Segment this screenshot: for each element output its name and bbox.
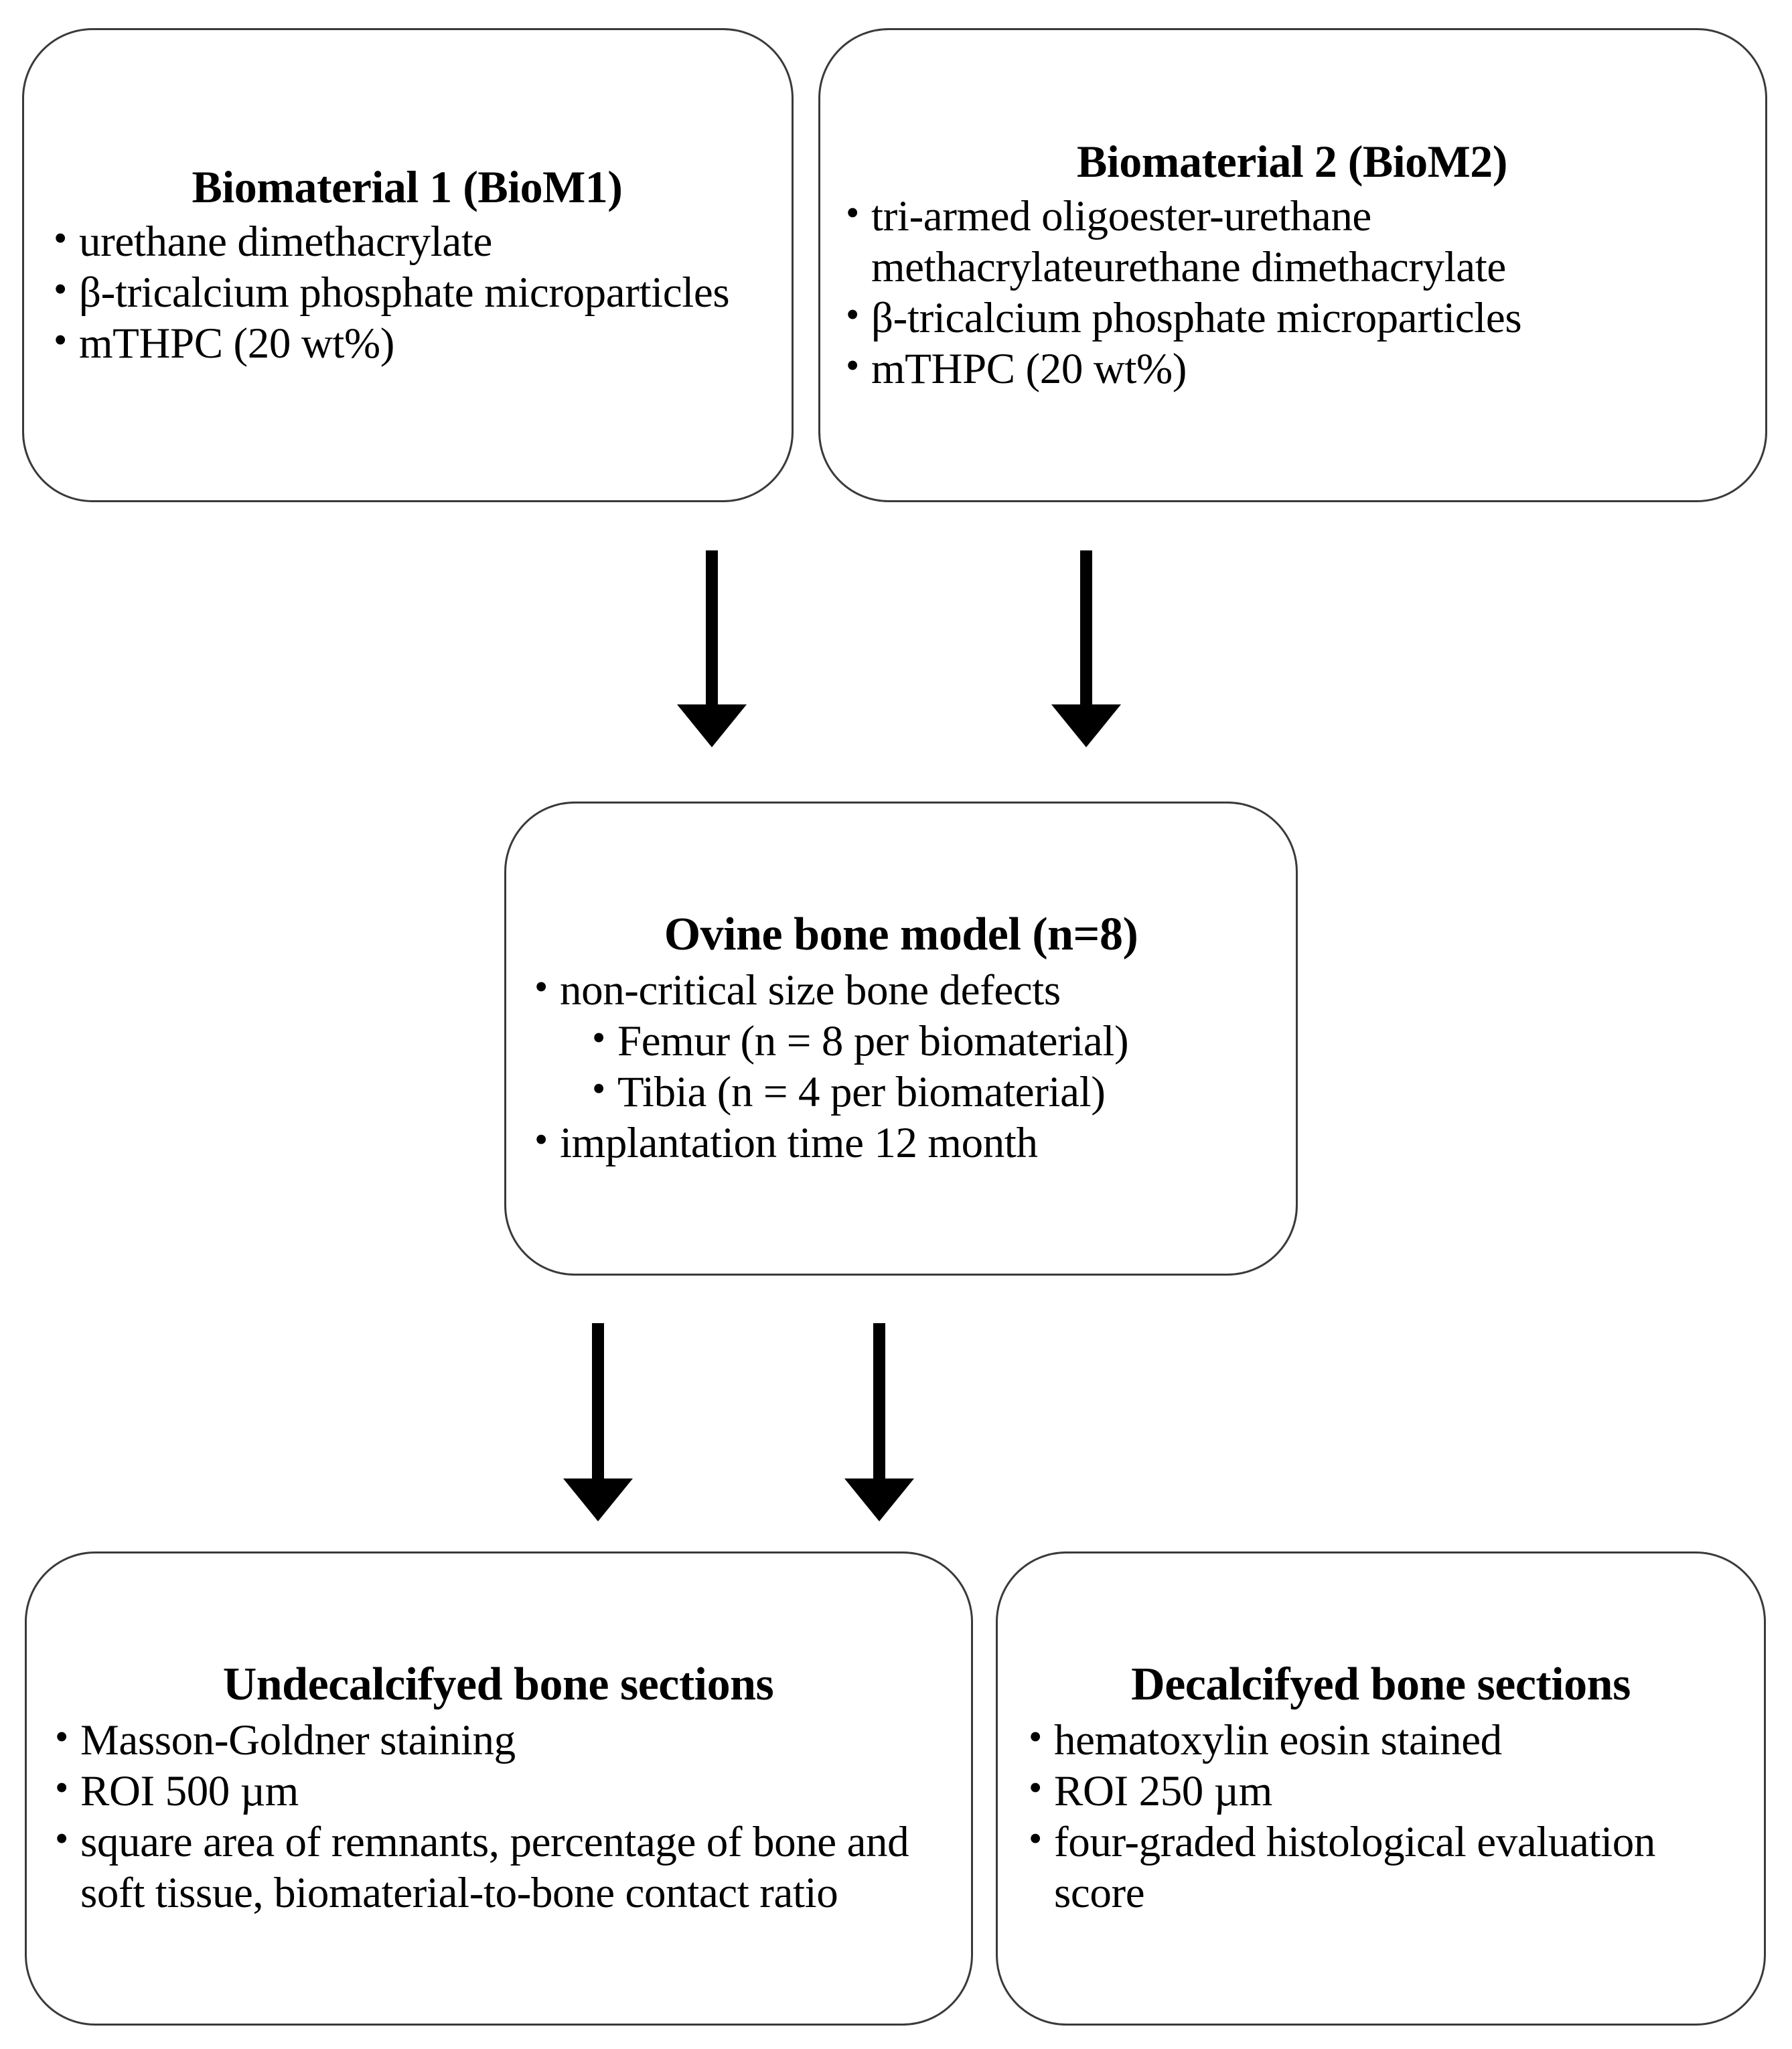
list-item: β-tricalcium phosphate microparticles xyxy=(842,291,1742,344)
bullet-list-biomaterial-2: tri-armed oligoester-urethane methacryla… xyxy=(842,189,1742,394)
list-item: tri-armed oligoester-urethane methacryla… xyxy=(842,189,1742,293)
arrow-stem xyxy=(873,1323,885,1480)
arrow-head-icon xyxy=(1051,704,1121,747)
list-item: non-critical size bone defects xyxy=(530,964,1272,1016)
node-title-biomaterial-2: Biomaterial 2 (BioM2) xyxy=(1077,135,1507,187)
list-item: β-tricalcium phosphate microparticles xyxy=(50,266,765,318)
arrow-stem xyxy=(1080,550,1092,706)
arrow-stem xyxy=(706,550,718,706)
list-item: urethane dimethacrylate xyxy=(50,215,765,267)
node-biomaterial-1: Biomaterial 1 (BioM1) urethane dimethacr… xyxy=(22,28,794,502)
node-ovine-bone-model: Ovine bone model (n=8) non-critical size… xyxy=(504,802,1298,1276)
arrow-biomaterial-2-to-ovine xyxy=(1046,550,1126,747)
node-biomaterial-2: Biomaterial 2 (BioM2) tri-armed oligoest… xyxy=(818,28,1767,502)
list-item: four-graded histological evaluation scor… xyxy=(1025,1815,1737,1918)
arrow-ovine-to-decalcified xyxy=(839,1323,919,1521)
list-item: ROI 250 µm xyxy=(1025,1764,1737,1817)
list-item: Masson-Goldner staining xyxy=(51,1714,946,1766)
bullet-list-undecalcified-bone-sections: Masson-Goldner staining ROI 500 µm squar… xyxy=(51,1714,946,1918)
node-undecalcified-bone-sections: Undecalcifyed bone sections Masson-Goldn… xyxy=(25,1551,973,2026)
list-item: mTHPC (20 wt%) xyxy=(50,317,765,369)
node-title-undecalcified-bone-sections: Undecalcifyed bone sections xyxy=(222,1658,774,1710)
list-item: hematoxylin eosin stained xyxy=(1025,1714,1737,1766)
list-item: ROI 500 µm xyxy=(51,1764,946,1817)
bullet-list-ovine-bone-model: non-critical size bone defects Femur (n … xyxy=(530,964,1272,1168)
node-title-biomaterial-1: Biomaterial 1 (BioM1) xyxy=(192,161,623,212)
arrow-head-icon xyxy=(677,704,747,747)
arrow-stem xyxy=(592,1323,604,1480)
list-item: implantation time 12 month xyxy=(530,1116,1272,1168)
node-title-decalcified-bone-sections: Decalcifyed bone sections xyxy=(1131,1658,1631,1710)
bullet-list-biomaterial-1: urethane dimethacrylate β-tricalcium pho… xyxy=(50,215,765,369)
arrow-head-icon xyxy=(563,1478,633,1521)
list-item: mTHPC (20 wt%) xyxy=(842,342,1742,394)
node-title-ovine-bone-model: Ovine bone model (n=8) xyxy=(664,908,1138,960)
list-item: Femur (n = 8 per biomaterial) xyxy=(530,1014,1272,1067)
bullet-list-decalcified-bone-sections: hematoxylin eosin stained ROI 250 µm fou… xyxy=(1025,1714,1737,1918)
arrow-head-icon xyxy=(844,1478,914,1521)
list-item: square area of remnants, percentage of b… xyxy=(51,1815,946,1918)
list-item: Tibia (n = 4 per biomaterial) xyxy=(530,1065,1272,1118)
arrow-biomaterial-1-to-ovine xyxy=(672,550,752,747)
node-decalcified-bone-sections: Decalcifyed bone sections hematoxylin eo… xyxy=(996,1551,1766,2026)
arrow-ovine-to-undecalcified xyxy=(558,1323,638,1521)
